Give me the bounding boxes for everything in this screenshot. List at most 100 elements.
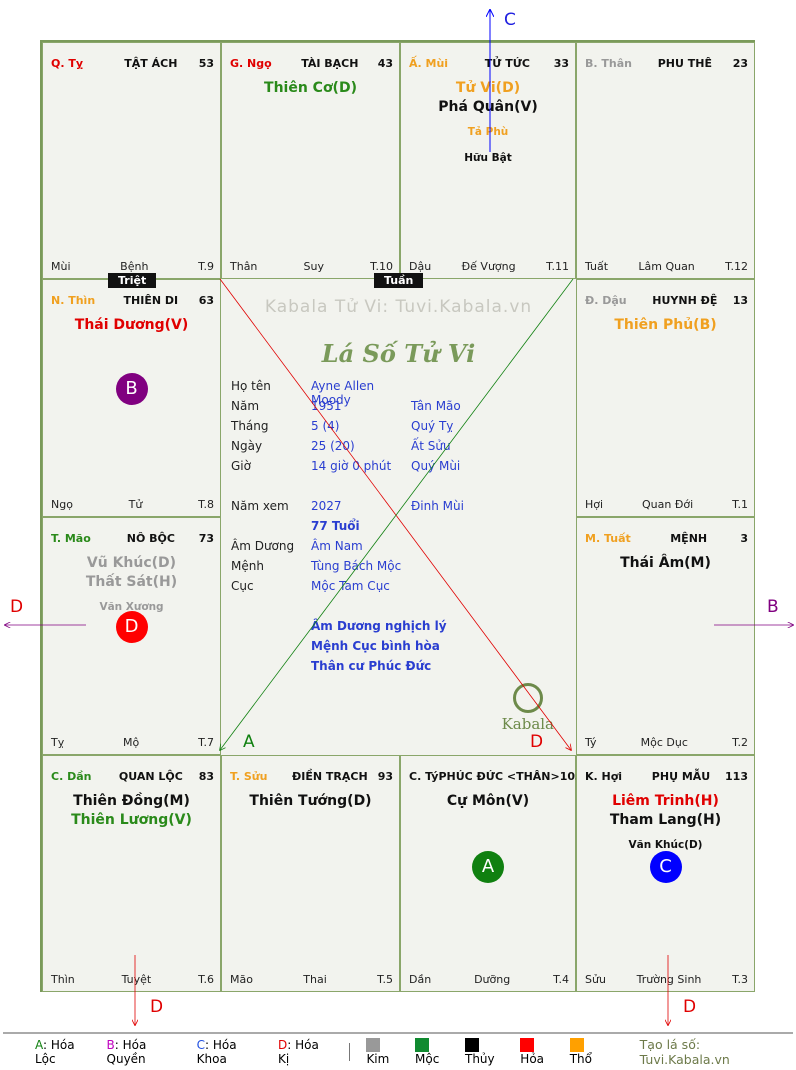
palace-stage: Mộc Dục (640, 736, 688, 749)
info-value-2: Quý Mùi (411, 459, 461, 473)
palace-branch: Dần (409, 973, 432, 986)
palace-age: 43 (377, 57, 393, 70)
palace-branch: Thân (230, 260, 258, 273)
note-line: Mệnh Cục bình hòa (311, 639, 440, 653)
star-list: Thiên Cơ(D) (222, 79, 399, 98)
star-list: Thái Dương(V) (43, 316, 220, 335)
palace-name: PHU THÊ (657, 57, 712, 70)
palace-stage: Bệnh (120, 260, 149, 273)
palace-stage: Trường Sinh (636, 973, 702, 986)
palace-month: T.1 (732, 498, 748, 511)
hoa-circle-d: D (115, 611, 148, 643)
main-star: Tử Vi(D) (455, 80, 521, 96)
palace-stage: Lâm Quan (638, 260, 695, 273)
note-line: Âm Dương nghịch lý (311, 619, 447, 633)
info-row: Âm Dương Âm Nam (231, 539, 411, 553)
palace-branch: Sửu (585, 973, 606, 986)
legend-hoa-item: A: Hóa Lộc (35, 1038, 99, 1066)
palace-month: T.5 (377, 973, 393, 986)
info-value: 25 (20) (311, 439, 355, 453)
legend-text: : Hóa Khoa (196, 1038, 237, 1066)
palace-can-chi: Q. Tỵ (51, 57, 84, 70)
info-label: Cục (231, 579, 254, 593)
star-list: Liêm Trinh(H)Tham Lang(H)Văn Khúc(D) (577, 792, 754, 852)
info-value: 77 Tuổi (311, 519, 360, 533)
palace-branch: Tý (585, 736, 597, 749)
palace-name: THIÊN DI (123, 294, 179, 307)
palace-stage: Tuyệt (121, 973, 152, 986)
palace-month: T.3 (732, 973, 748, 986)
palace-name: MỆNH (670, 532, 708, 545)
info-value: 14 giờ 0 phút (311, 459, 392, 473)
note-line: Thân cư Phúc Đức (311, 659, 432, 673)
legend-hoa-item: D: Hóa Kị (278, 1038, 333, 1066)
info-label: Ngày (231, 439, 263, 453)
star-list: Thiên Đồng(M)Thiên Lương(V) (43, 792, 220, 830)
legend-element: Thủy (465, 1038, 512, 1066)
legend-element: Mộc (415, 1038, 457, 1066)
minor-star: Hữu Bật (464, 152, 512, 164)
palace-branch: Mão (230, 973, 253, 986)
arrow-label-left: D (10, 597, 24, 617)
palace-month: T.8 (198, 498, 214, 511)
element-swatch (569, 1038, 584, 1053)
info-label: Năm xem (231, 499, 289, 513)
center-info-panel: Kabala Tử Vi: Tuvi.Kabala.vn Lá Số Tử Vi… (221, 279, 576, 755)
legend-element: Hỏa (520, 1038, 561, 1066)
palace-stage: Đế Vượng (461, 260, 516, 273)
palace-age: 113 (725, 770, 748, 783)
star-list: Thái Âm(M) (577, 554, 754, 573)
watermark: Kabala Tử Vi: Tuvi.Kabala.vn (264, 297, 533, 317)
palace-can-chi: Ấ. Mùi (409, 57, 449, 70)
main-star: Phá Quân(V) (438, 99, 538, 115)
hoa-circle-c: C (649, 851, 682, 883)
palace-stage: Mộ (123, 736, 140, 749)
kabala-logo: Kabala (502, 683, 554, 733)
info-value: 1951 (311, 399, 342, 413)
legend-hoa-item: B: Hóa Quyền (107, 1038, 189, 1066)
tree-icon (512, 683, 543, 713)
star-list: Vũ Khúc(D)Thất Sát(H)Văn Xương (43, 554, 220, 614)
palace-footer: Sửu Trường Sinh T.3 (585, 973, 748, 986)
palace-branch: Hợi (585, 498, 604, 511)
palace-can-chi: C. Tý (409, 770, 439, 783)
main-star: Liêm Trinh(H) (612, 793, 719, 809)
hoa-circle-a: A (472, 851, 504, 883)
main-star: Thái Dương(V) (74, 317, 189, 333)
info-value-2: Đinh Mùi (411, 499, 464, 513)
info-label: Âm Dương (231, 539, 295, 553)
palace-name: NÔ BỘC (126, 532, 175, 545)
main-star: Cự Môn(V) (446, 793, 530, 809)
palace-month: T.12 (725, 260, 748, 273)
main-star: Thiên Lương(V) (71, 812, 192, 828)
chart-title: Lá Số Tử Vi (321, 339, 476, 368)
main-star: Thái Âm(M) (620, 555, 711, 571)
info-value: Âm Nam (311, 539, 363, 553)
star-list: Thiên Tướng(D) (222, 792, 399, 811)
palace-name: QUAN LỘC (118, 770, 183, 783)
arrow-label-bottom-left: D (150, 997, 164, 1017)
